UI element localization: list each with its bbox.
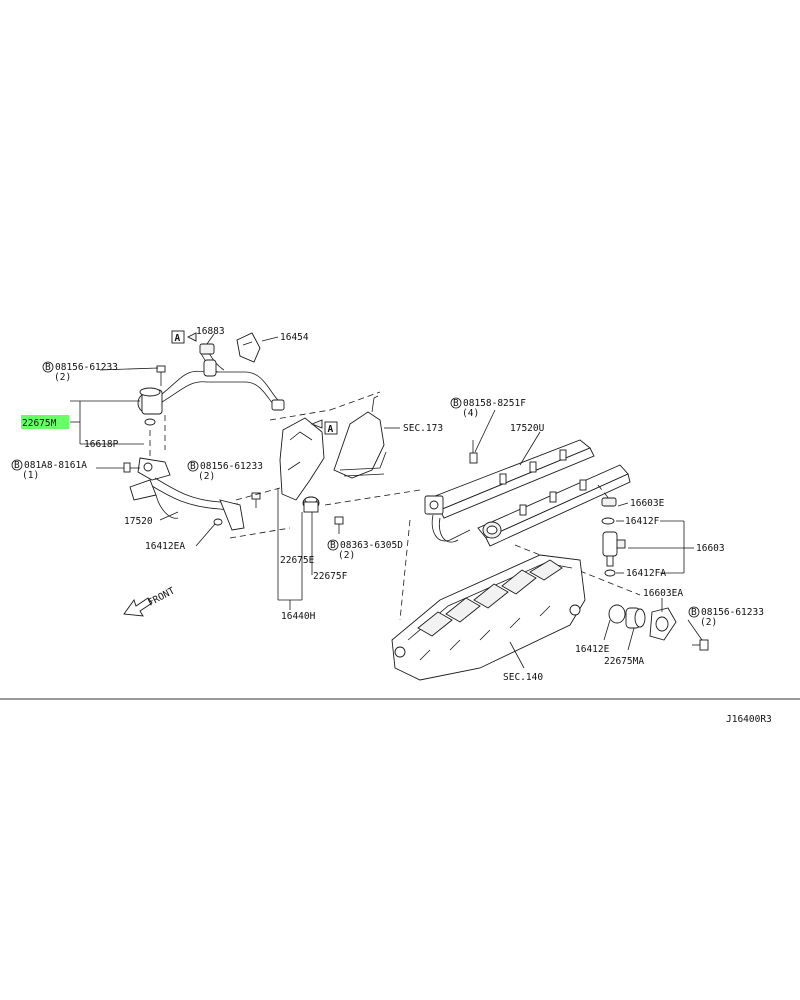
label-bolt-081A8-qty: (1)	[22, 470, 39, 481]
label-bolt-08156-c: 08156-61233	[701, 607, 764, 618]
bolt-symbol-5: B	[453, 398, 459, 409]
diagram-code: J16400R3	[726, 714, 772, 725]
bolt-symbol-3: B	[190, 461, 196, 472]
label-16412E: 16412E	[575, 644, 610, 655]
label-bolt-08156-c-qty: (2)	[700, 617, 717, 628]
ref-marker-a-mid-label: A	[328, 424, 334, 435]
label-sec-140: SEC.140	[503, 672, 543, 683]
label-bolt-08156-b: 08156-61233	[200, 461, 263, 472]
label-16883: 16883	[196, 326, 225, 337]
label-22675M: 22675M	[22, 418, 57, 429]
label-16412F: 16412F	[625, 516, 660, 527]
bolt-symbol-1: B	[45, 362, 51, 373]
label-bolt-08158-qty: (4)	[462, 408, 479, 419]
label-22675F: 22675F	[313, 571, 348, 582]
front-direction-indicator: FRONT	[123, 585, 177, 617]
label-17520: 17520	[124, 516, 153, 527]
label-16440H: 16440H	[281, 611, 316, 622]
label-bolt-081A8: 081A8-8161A	[24, 460, 87, 471]
label-bolt-08156-a: 08156-61233	[55, 362, 118, 373]
label-16603: 16603	[696, 543, 725, 554]
fuel-injector-group	[601, 497, 709, 651]
highlight-22675M	[21, 415, 69, 429]
label-16412FA: 16412FA	[626, 568, 666, 579]
fuel-rail-assembly	[399, 439, 641, 621]
label-bolt-08158: 08158-8251F	[463, 398, 526, 409]
label-16454: 16454	[280, 332, 309, 343]
label-bolt-08363-qty: (2)	[338, 550, 355, 561]
label-bolt-08156-b-qty: (2)	[198, 471, 215, 482]
ref-marker-a-top-label: A	[175, 333, 181, 344]
fuel-tube-cover	[269, 391, 421, 534]
label-16603E: 16603E	[630, 498, 665, 509]
label-17520U: 17520U	[510, 423, 545, 434]
label-bolt-08363: 08363-6305D	[340, 540, 403, 551]
label-sec-173: SEC.173	[403, 423, 443, 434]
bolt-symbol-4: B	[330, 540, 336, 551]
label-22675MA: 22675MA	[604, 656, 644, 667]
part-labels: 16883 16454 B 08156-61233 (2) 22675M 166…	[11, 326, 764, 683]
ref-marker-a-mid: A	[324, 421, 338, 435]
label-16618P: 16618P	[84, 439, 119, 450]
label-16412EA: 16412EA	[145, 541, 185, 552]
label-22675E: 22675E	[280, 555, 315, 566]
ref-marker-a-top: A	[171, 330, 197, 344]
fuel-damper-assembly	[123, 332, 291, 539]
label-16603EA: 16603EA	[643, 588, 683, 599]
front-label: FRONT	[146, 585, 177, 608]
bolt-symbol-2: B	[14, 460, 20, 471]
intake-manifold	[391, 554, 586, 681]
bolt-symbol-6: B	[691, 607, 697, 618]
label-bolt-08156-a-qty: (2)	[54, 372, 71, 383]
leader-lines	[70, 333, 703, 669]
